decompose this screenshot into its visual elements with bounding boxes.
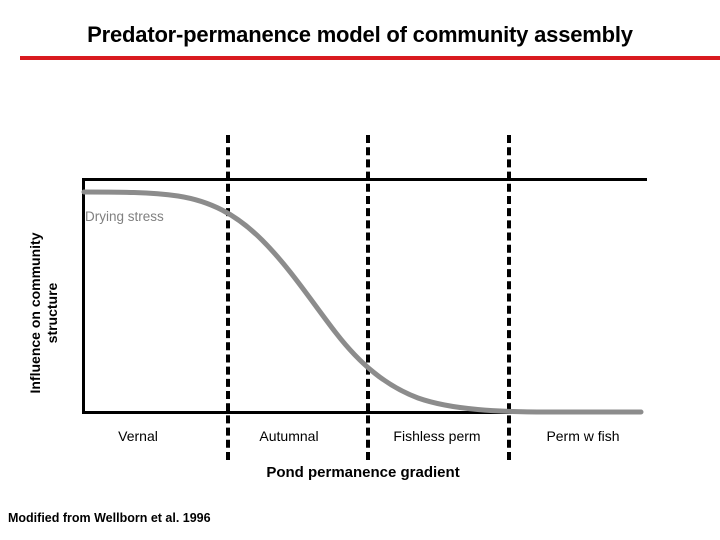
- plot-area: [82, 178, 647, 414]
- source-credit: Modified from Wellborn et al. 1996: [8, 511, 211, 525]
- x-axis-title: Pond permanence gradient: [266, 464, 460, 481]
- axis-bottom-spine: [82, 411, 640, 414]
- x-tick-label-fishless-perm: Fishless perm: [393, 428, 481, 444]
- y-axis-title: Influence on community structure: [27, 193, 67, 433]
- title-underline-rule: [20, 56, 720, 60]
- category-divider-fishless-permwfish: [507, 135, 511, 460]
- x-tick-label-perm-w-fish: Perm w fish: [546, 428, 620, 444]
- axis-top-rule: [82, 178, 647, 181]
- x-tick-label-vernal: Vernal: [118, 428, 158, 444]
- x-tick-label-autumnal: Autumnal: [259, 428, 319, 444]
- category-divider-autumnal-fishless: [366, 135, 370, 460]
- category-divider-vernal-autumnal: [226, 135, 230, 460]
- page-title: Predator-permanence model of community a…: [87, 22, 633, 47]
- y-axis-title-line-2: structure: [44, 282, 60, 344]
- y-axis-title-line-1: Influence on community: [27, 232, 43, 394]
- drying-stress-annotation: Drying stress: [85, 209, 164, 224]
